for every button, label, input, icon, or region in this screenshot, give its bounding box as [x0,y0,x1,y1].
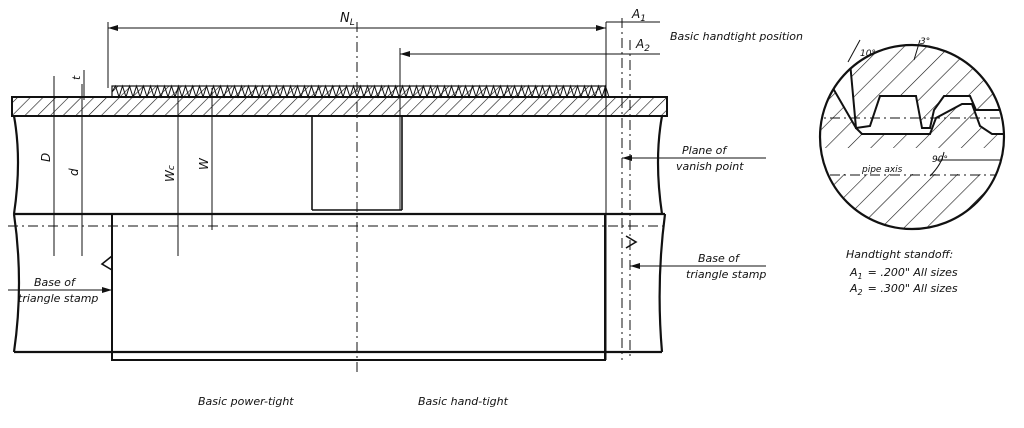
basic-handtight-position-label: Basic handtight position [670,30,803,43]
detail-pipe-axis-label: pipe axis [861,165,903,175]
pipe-body [111,213,606,361]
a1-label: A1 [631,7,646,24]
detail-circle-outline [818,43,1006,231]
standoff-a2: A2= .300" All sizes [849,282,958,297]
basic-hand-tight-label: Basic hand-tight [418,395,509,408]
nl-label: NL [340,11,355,28]
wc-label: Wc [163,165,177,182]
thread-sawtooth [111,84,610,99]
coupling-left-end [12,115,20,215]
nl-arrow-left [108,25,118,31]
pipe-left-end [12,213,21,353]
plane-of-label-2: vanish point [676,160,744,173]
base-triangle-right-label-1: Base of [698,252,741,265]
w-label: W [197,157,211,170]
detail-angle-left-label: 10° [860,49,876,59]
thread-detail [820,45,1004,229]
a2-arrow-left [400,51,410,57]
detail-angle-right-label: 3° [920,37,930,47]
base-triangle-left-arrow [102,287,112,293]
standoff-title: Handtight standoff: [846,248,953,261]
base-triangle-left-label-2: triangle stamp [18,292,98,305]
detail-angle-arc-bottom [929,151,945,177]
base-triangle-right-arrow [630,263,640,269]
triangle-stamp-right [625,235,638,249]
pipe-right-end [658,213,667,353]
detail-angle-bottom-label: 90° [932,155,948,165]
detail-angle-leader-left [847,39,861,63]
a2-label: A2 [635,37,650,54]
coupling-right-end [656,115,664,215]
basic-power-tight-label: Basic power-tight [198,395,294,408]
d-label: d [67,168,81,176]
detail-angle-leader-right [913,39,921,61]
t-label: t [70,75,83,80]
standoff-a1: A1= .200" All sizes [849,266,958,281]
nl-arrow-right [596,25,606,31]
detail-gap [820,148,1004,174]
base-triangle-left-label-1: Base of [34,276,77,289]
triangle-stamp-left [100,255,113,271]
plane-vanish-arrow [622,155,632,161]
plane-of-label-1: Plane of [682,144,728,157]
D-label: D [39,153,53,162]
base-triangle-right-label-2: triangle stamp [686,268,766,281]
coupling-wall [11,96,668,117]
